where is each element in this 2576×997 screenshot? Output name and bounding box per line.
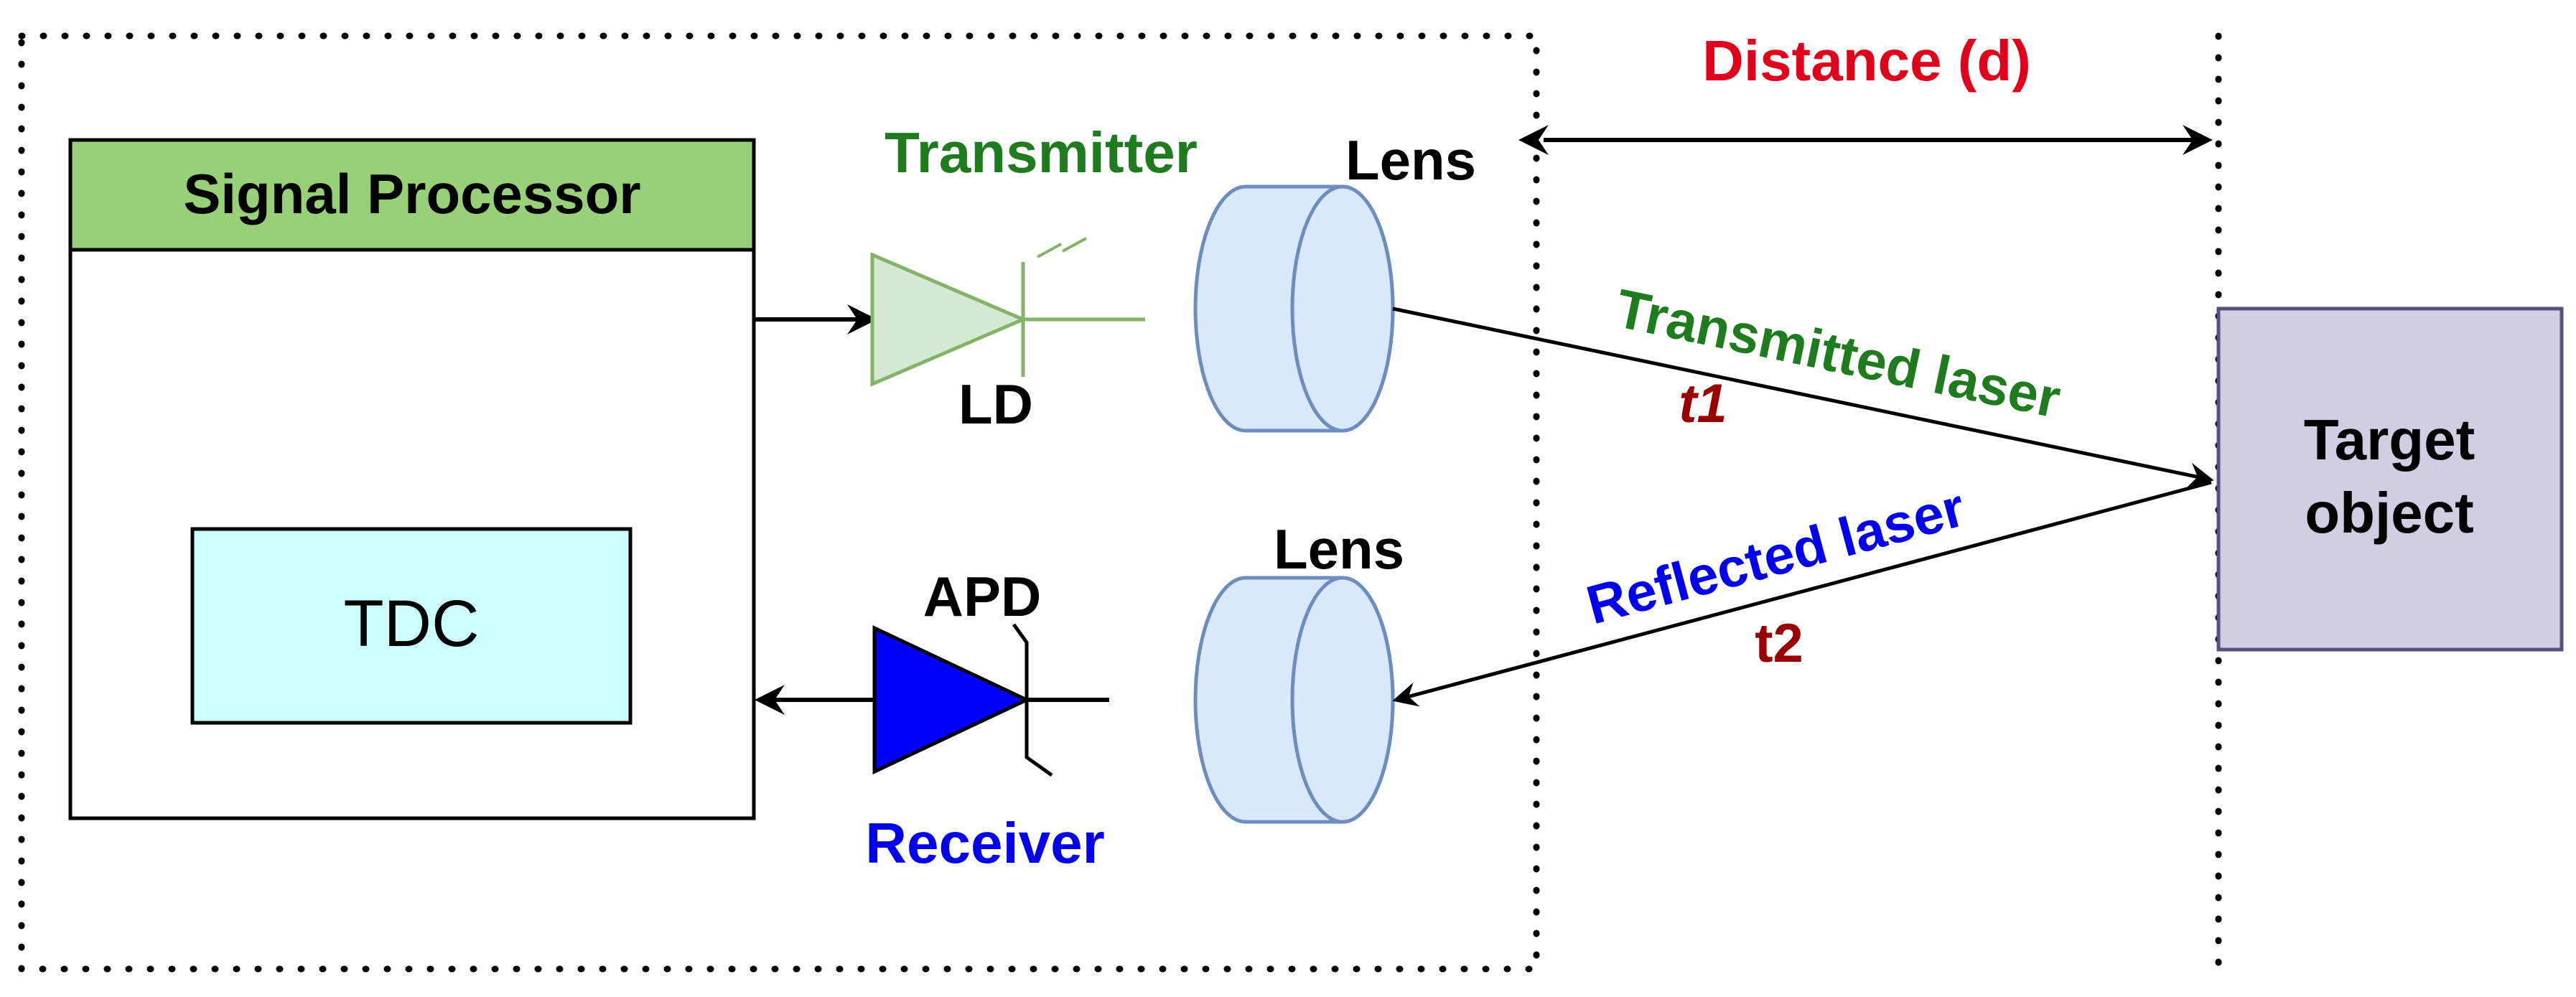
reflected-laser-beam [1392,480,2212,707]
system-boundary [18,32,1540,973]
ld-triangle [870,252,1028,387]
target-object-box [2216,306,2564,652]
target-object: Target object [2216,306,2564,652]
tdc-block: TDC [190,527,633,725]
ld-emission-ray-2 [1062,237,1087,253]
signal-processor-header [68,138,756,252]
target-object-label-line1: Target [2304,408,2475,472]
signal-processor-body [68,138,756,820]
lens-bottom-face [1290,576,1395,824]
signal-processor-label: Signal Processor [183,162,640,225]
lens-top-face [1290,184,1395,433]
transmitted-laser-beam [1392,306,2214,488]
distance-label: Distance (d) [1702,29,2031,93]
lens-top-label: Lens [1345,128,1476,192]
ld-emission-ray-1 [1037,243,1062,258]
lens-top-icon [1193,184,1395,433]
apd-label: APD [923,565,1042,628]
lens-bottom-icon [1193,576,1395,824]
target-object-label-line2: object [2305,481,2474,545]
apd-cathode-bar [1012,623,1053,777]
receiver-label: Receiver [865,811,1105,875]
tdc-label: TDC [343,587,479,660]
lens-bottom-label: Lens [1274,518,1404,581]
ld-label: LD [958,373,1033,436]
tdc-box [190,527,633,725]
laser-diode-icon [870,237,1145,387]
apd-triangle [872,625,1031,774]
t2-label: t2 [1755,613,1803,674]
t1-label: t1 [1679,373,1727,434]
apd-icon [872,623,1109,777]
transmitter-label: Transmitter [885,121,1198,184]
signal-processor: Signal Processor [68,138,756,820]
